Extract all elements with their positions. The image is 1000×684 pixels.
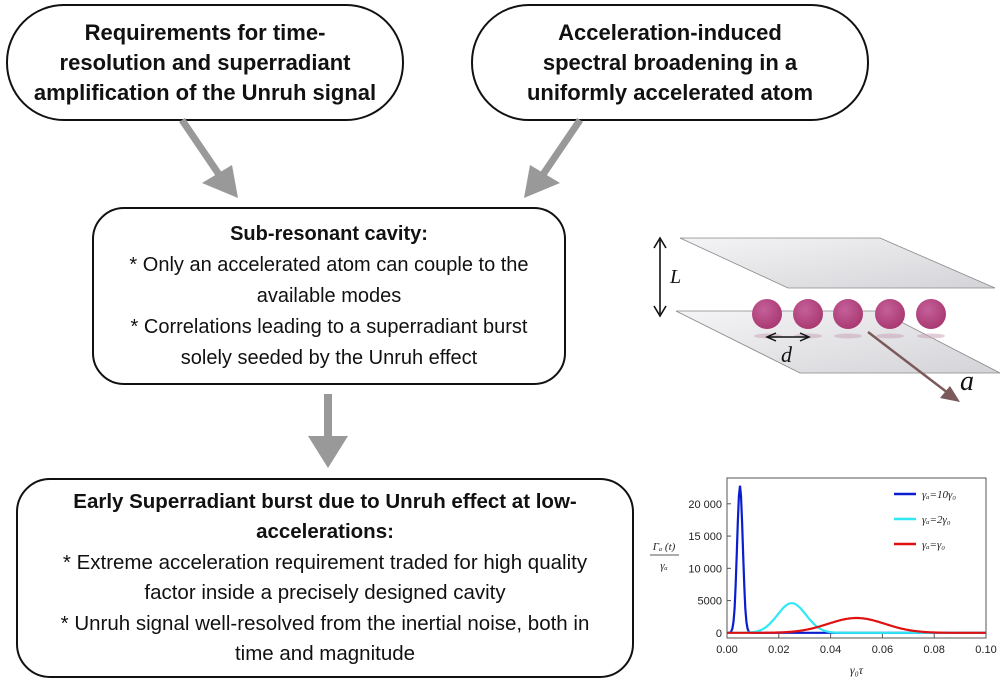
legend-label-1: γₐ=10γ₀ — [922, 489, 956, 501]
series-line-3 — [727, 616, 986, 634]
requirements-line-2: resolution and superradiant — [59, 49, 351, 75]
burst-line-1: * Extreme acceleration requirement trade… — [62, 550, 588, 574]
series-line-2 — [727, 602, 986, 634]
arrow-right-head — [524, 165, 560, 198]
cavity-line-1: * Only an accelerated atom can couple to… — [129, 253, 529, 276]
x-tick-label: 0.04 — [820, 644, 841, 656]
broadening-line-2: spectral broadening in a — [542, 49, 798, 75]
x-tick-label: 0.00 — [716, 644, 737, 656]
burst-title-line-1: Early Superradiant burst due to Unruh ef… — [73, 489, 577, 513]
x-tick-label: 0.02 — [768, 644, 789, 656]
atom-shadows — [754, 333, 945, 339]
atom-1 — [752, 299, 782, 329]
x-tick-label: 0.06 — [872, 644, 893, 656]
y-axis-label-numerator: Γₐ (t) — [652, 541, 676, 553]
plate-separation-label: L — [669, 266, 681, 288]
broadening-box: Acceleration-induced spectral broadening… — [471, 4, 869, 121]
atom-3 — [833, 299, 863, 329]
cavity-line-4: solely seeded by the Unruh effect — [180, 346, 478, 369]
arrow-left-shaft — [179, 118, 223, 178]
early-burst-box: Early Superradiant burst due to Unruh ef… — [16, 478, 634, 678]
arrow-right-shaft — [539, 118, 583, 178]
burst-line-3: * Unruh signal well-resolved from the in… — [60, 611, 590, 635]
plot-frame — [726, 477, 987, 639]
atom-5 — [916, 299, 946, 329]
burst-line-2: factor inside a precisely designed cavit… — [144, 581, 506, 604]
plate-separation-arrow — [653, 236, 667, 318]
y-tick-label: 20 000 — [688, 499, 722, 511]
x-tick-label: 0.10 — [975, 644, 996, 656]
burst-line-4: time and magnitude — [234, 642, 416, 665]
acceleration-label: a — [960, 366, 974, 397]
requirements-box: Requirements for time- resolution and su… — [6, 4, 404, 121]
x-tick-label: 0.08 — [923, 644, 944, 656]
y-tick-label: 5000 — [698, 596, 722, 608]
broadening-line-1: Acceleration-induced — [558, 19, 782, 45]
cavity-line-2: available modes — [256, 284, 402, 307]
arrow-down-head — [308, 436, 348, 468]
broadening-line-3: uniformly accelerated atom — [526, 79, 814, 105]
y-tick-label: 0 — [716, 628, 722, 640]
legend-label-2: γₐ=2γ₀ — [922, 514, 951, 526]
requirements-line-3: amplification of the Unruh signal — [33, 79, 377, 105]
lower-plate — [675, 310, 1000, 374]
acceleration-arrow — [867, 331, 960, 402]
x-axis-label: γ₀τ — [850, 663, 864, 677]
upper-plate — [679, 237, 996, 289]
y-tick-label: 10 000 — [688, 563, 722, 575]
cavity-line-3: * Correlations leading to a superradiant… — [130, 315, 528, 338]
requirements-line-1: Requirements for time- — [84, 19, 326, 45]
atom-spacing-label: d — [781, 342, 793, 367]
atom-4 — [875, 299, 905, 329]
arrow-left-head — [202, 165, 238, 198]
sub-resonant-cavity-box: Sub-resonant cavity: * Only an accelerat… — [92, 207, 566, 385]
y-axis-label-denominator: γₐ — [660, 560, 668, 572]
y-tick-label: 15 000 — [688, 531, 722, 543]
atom-spacing-arrow — [765, 332, 811, 342]
atom-2 — [793, 299, 823, 329]
series-line-1 — [727, 485, 986, 634]
legend-label-3: γₐ=γ₀ — [922, 539, 945, 551]
burst-title-line-2: accelerations: — [256, 520, 394, 543]
cavity-box-title: Sub-resonant cavity: — [230, 222, 428, 245]
